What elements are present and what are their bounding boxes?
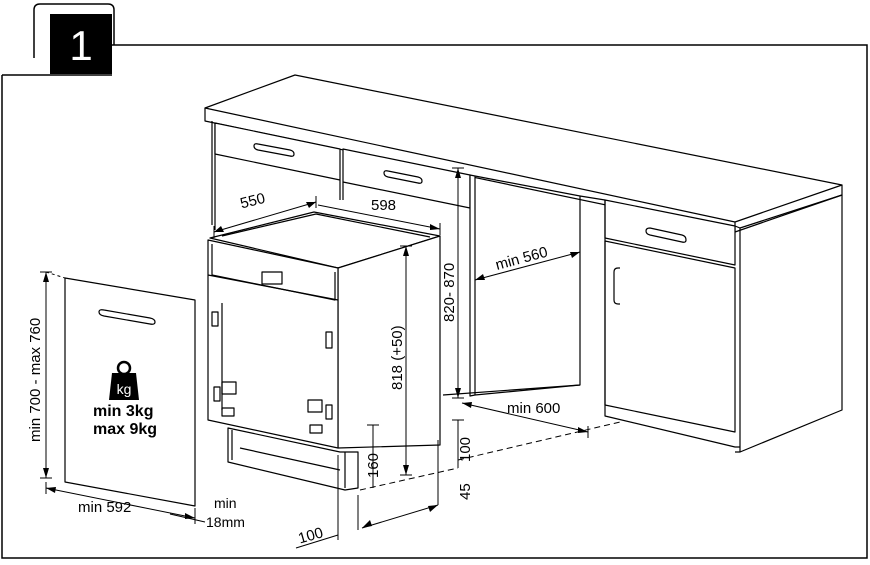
dim-door-gap: 160 — [365, 453, 382, 478]
dim-appliance-height: 818 (+50) — [389, 325, 406, 390]
dim-plinth-gap: 45 — [457, 483, 474, 500]
step-number: 1 — [69, 22, 92, 69]
step-badge — [50, 14, 112, 74]
dishwasher — [207, 211, 441, 491]
kg-unit-label: kg — [117, 381, 132, 397]
dim-appliance-width: 598 — [371, 197, 396, 214]
dim-niche-depth: min 600 — [507, 400, 560, 417]
weight-min-label: min 3kg — [93, 403, 153, 420]
step-frame — [1, 3, 868, 559]
dim-countertop-depth: 550 — [239, 190, 267, 213]
dim-panel-thickness-2: 18mm — [206, 514, 245, 530]
dim-panel-height: min 700 - max 760 — [27, 318, 44, 442]
weight-max-label: max 9kg — [93, 421, 157, 438]
dim-panel-width: min 592 — [78, 499, 131, 516]
dim-plinth-height: 100 — [457, 437, 474, 462]
dimension-lines — [40, 167, 621, 549]
dim-panel-thickness-1: min — [214, 495, 237, 511]
dimension-arrows — [43, 168, 588, 528]
dim-niche-width: min 560 — [494, 244, 550, 274]
dim-niche-height: 820- 870 — [441, 263, 458, 322]
dim-plinth-depth: 100 — [296, 524, 325, 547]
kg-weight-icon: kg — [109, 360, 139, 400]
kitchen-cabinets — [204, 74, 843, 453]
